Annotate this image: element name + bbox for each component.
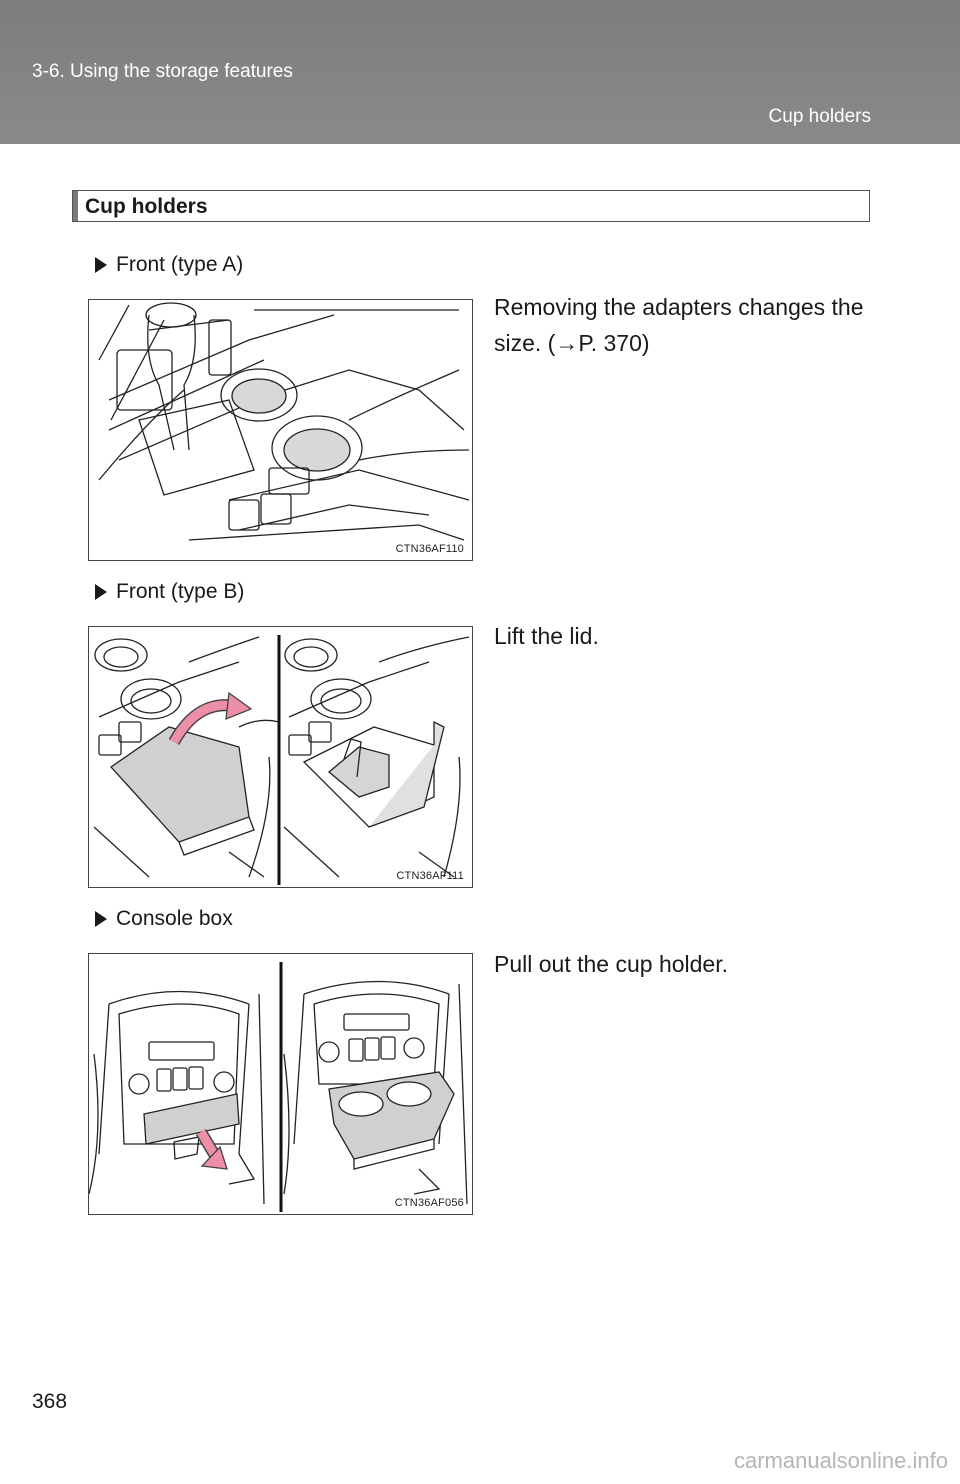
cup-holder-console-drawing xyxy=(98,302,470,541)
section-title: Cup holders xyxy=(768,106,871,127)
subheading-text: Console box xyxy=(116,907,233,930)
subheading-front-type-b: Front (type B) xyxy=(95,580,244,604)
illustration-front-type-a: CTN36AF110 xyxy=(88,299,473,561)
section-heading: Cup holders xyxy=(85,195,208,218)
description-front-type-a: Removing the adapters changes the size. … xyxy=(494,294,864,356)
subheading-console-box: Console box xyxy=(95,907,233,931)
section-heading-box: Cup holders xyxy=(72,190,870,222)
description-console-box: Pull out the cup holder. xyxy=(494,951,728,977)
description-front-type-b: Lift the lid. xyxy=(494,623,599,649)
subheading-front-type-a: Front (type A) xyxy=(95,253,243,277)
page-number: 368 xyxy=(32,1390,68,1413)
illustration-console-box: CTN36AF056 xyxy=(88,953,473,1215)
illustration-front-type-b: CTN36AF111 xyxy=(88,626,473,888)
figure-code: CTN36AF111 xyxy=(396,870,464,882)
watermark: carmanualsonline.info xyxy=(733,1448,948,1473)
page-header: 3-6. Using the storage features Cup hold… xyxy=(0,0,960,144)
subheading-text: Front (type A) xyxy=(116,253,244,276)
chapter-title: 3-6. Using the storage features xyxy=(32,61,293,82)
heading-accent-bar xyxy=(73,191,78,221)
console-cup-holder-drawing xyxy=(89,962,468,1212)
triangle-bullet-icon xyxy=(95,911,107,927)
triangle-bullet-icon xyxy=(95,257,107,273)
cup-holder-lid-drawing xyxy=(93,635,470,885)
subheading-text: Front (type B) xyxy=(116,580,245,603)
figure-code: CTN36AF110 xyxy=(395,543,464,555)
triangle-bullet-icon xyxy=(95,584,107,600)
figure-code: CTN36AF056 xyxy=(394,1197,464,1209)
